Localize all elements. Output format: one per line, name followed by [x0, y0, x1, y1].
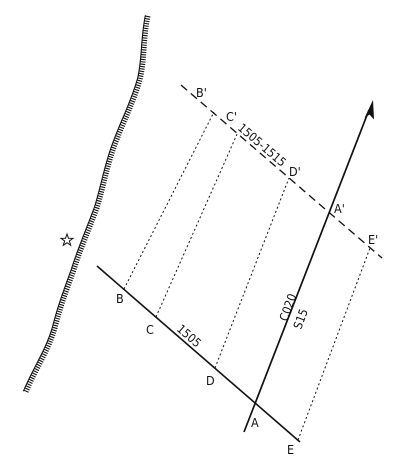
label-d: D: [206, 373, 215, 388]
label-c: C: [146, 322, 154, 337]
label-a-prime: A': [334, 201, 345, 216]
star-icon: [59, 232, 75, 247]
label-e: E: [287, 442, 294, 457]
label-d-prime: D': [289, 164, 301, 179]
label-a: A: [251, 415, 259, 430]
tie-line-d: [214, 177, 290, 369]
upper-line-label: 1505-1515: [235, 121, 289, 170]
lower-line-1505: [96, 265, 301, 443]
label-b-prime: B': [196, 85, 207, 100]
label-b: B: [116, 291, 124, 306]
upper-line-1505-1515: [180, 84, 383, 259]
shoreline-edge: [22, 15, 146, 392]
label-e-prime: E': [368, 232, 378, 247]
arrow-icon: [364, 100, 374, 120]
cross-line-label-bottom: S15: [291, 307, 311, 331]
cross-line-c020-s15: [243, 109, 370, 433]
shoreline: [22, 15, 151, 393]
tie-line-e: [297, 247, 371, 441]
shoreline-hatching: [23, 15, 151, 393]
tie-line-c: [155, 131, 239, 318]
tie-line-b: [123, 111, 215, 290]
label-c-prime: C': [226, 109, 237, 124]
